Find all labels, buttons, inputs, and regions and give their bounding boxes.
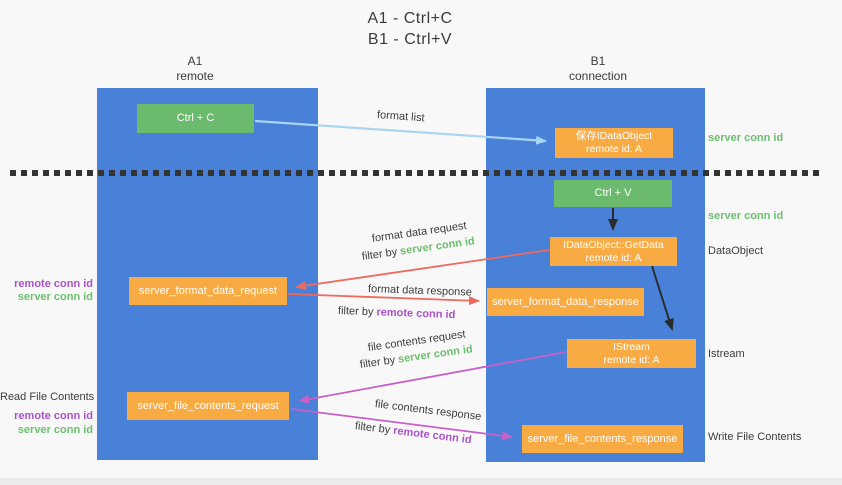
box-server-format-data-response: server_format_data_response <box>487 288 644 316</box>
box-istream-line2: remote id: A <box>603 353 660 366</box>
filter-prefix: filter by <box>361 245 401 263</box>
label-server-conn-id-left-bottom: server conn id <box>17 424 93 436</box>
box-save-idataobject: 保存IDataObject remote id: A <box>555 128 673 158</box>
box-ctrl-v-label: Ctrl + V <box>594 187 632 199</box>
filter-prefix: filter by <box>359 353 399 371</box>
label-filter-file-contents-response: filter by remote conn id <box>354 420 472 446</box>
box-idataobject-getdata-line2: remote id: A <box>585 251 642 264</box>
box-save-idataobject-line1: 保存IDataObject <box>575 130 653 142</box>
label-remote-conn-id-left-top: remote conn id <box>14 278 93 290</box>
box-idataobject-getdata-line1: IDataObject::GetData <box>563 238 664 251</box>
box-server-file-contents-request-label: server_file_contents_request <box>137 399 279 412</box>
label-write-file-contents: Write File Contents <box>708 431 802 443</box>
box-server-format-data-request: server_format_data_request <box>129 277 287 305</box>
label-server-conn-id-right-top: server conn id <box>708 132 784 144</box>
box-server-format-data-response-label: server_format_data_response <box>492 295 639 308</box>
label-filter-format-data-response: filter by remote conn id <box>338 305 456 321</box>
lane-b1-title: B1 <box>590 54 606 68</box>
lane-a1-header: A1 remote <box>135 54 255 84</box>
label-format-list: format list <box>376 109 425 125</box>
lane-a1-title: A1 <box>187 54 203 68</box>
diagram-title: A1 - Ctrl+C B1 - Ctrl+V <box>290 8 530 50</box>
footer-strip <box>0 478 842 485</box>
title-line-1: A1 - Ctrl+C <box>367 10 453 27</box>
box-ctrl-v: Ctrl + V <box>554 180 672 207</box>
lane-b1-header: B1 connection <box>538 54 658 84</box>
label-dataobject: DataObject <box>708 245 764 257</box>
label-server-conn-id-left-top: server conn id <box>17 291 93 303</box>
box-server-file-contents-response-label: server_file_contents_response <box>527 432 678 445</box>
box-ctrl-c: Ctrl + C <box>137 104 254 133</box>
box-save-idataobject-line2: remote id: A <box>585 143 643 155</box>
label-file-contents-response: file contents response <box>374 398 482 423</box>
box-ctrl-c-label: Ctrl + C <box>176 112 215 124</box>
label-server-conn-id-right-mid: server conn id <box>708 210 784 222</box>
label-format-data-response: format data response <box>367 283 473 299</box>
lane-b1-subtitle: connection <box>568 69 628 83</box>
label-read-file-contents: Read File Contents <box>0 391 95 403</box>
box-server-file-contents-request: server_file_contents_request <box>127 392 289 420</box>
filter-key-remote-conn-id: remote conn id <box>392 424 473 447</box>
label-istream-right: Istream <box>708 348 745 360</box>
dashed-separator <box>10 170 824 176</box>
box-server-file-contents-response: server_file_contents_response <box>522 425 683 453</box>
title-line-2: B1 - Ctrl+V <box>367 31 453 48</box>
box-istream: IStream remote id: A <box>567 339 696 368</box>
filter-key-remote-conn-id: remote conn id <box>376 306 456 322</box>
box-istream-line1: IStream <box>613 340 650 353</box>
filter-prefix: filter by <box>337 305 377 319</box>
filter-prefix: filter by <box>354 420 394 437</box>
box-server-format-data-request-label: server_format_data_request <box>138 284 278 297</box>
box-idataobject-getdata: IDataObject::GetData remote id: A <box>550 237 677 266</box>
label-remote-conn-id-left-bottom: remote conn id <box>14 410 93 422</box>
lane-a1-subtitle: remote <box>176 69 214 83</box>
